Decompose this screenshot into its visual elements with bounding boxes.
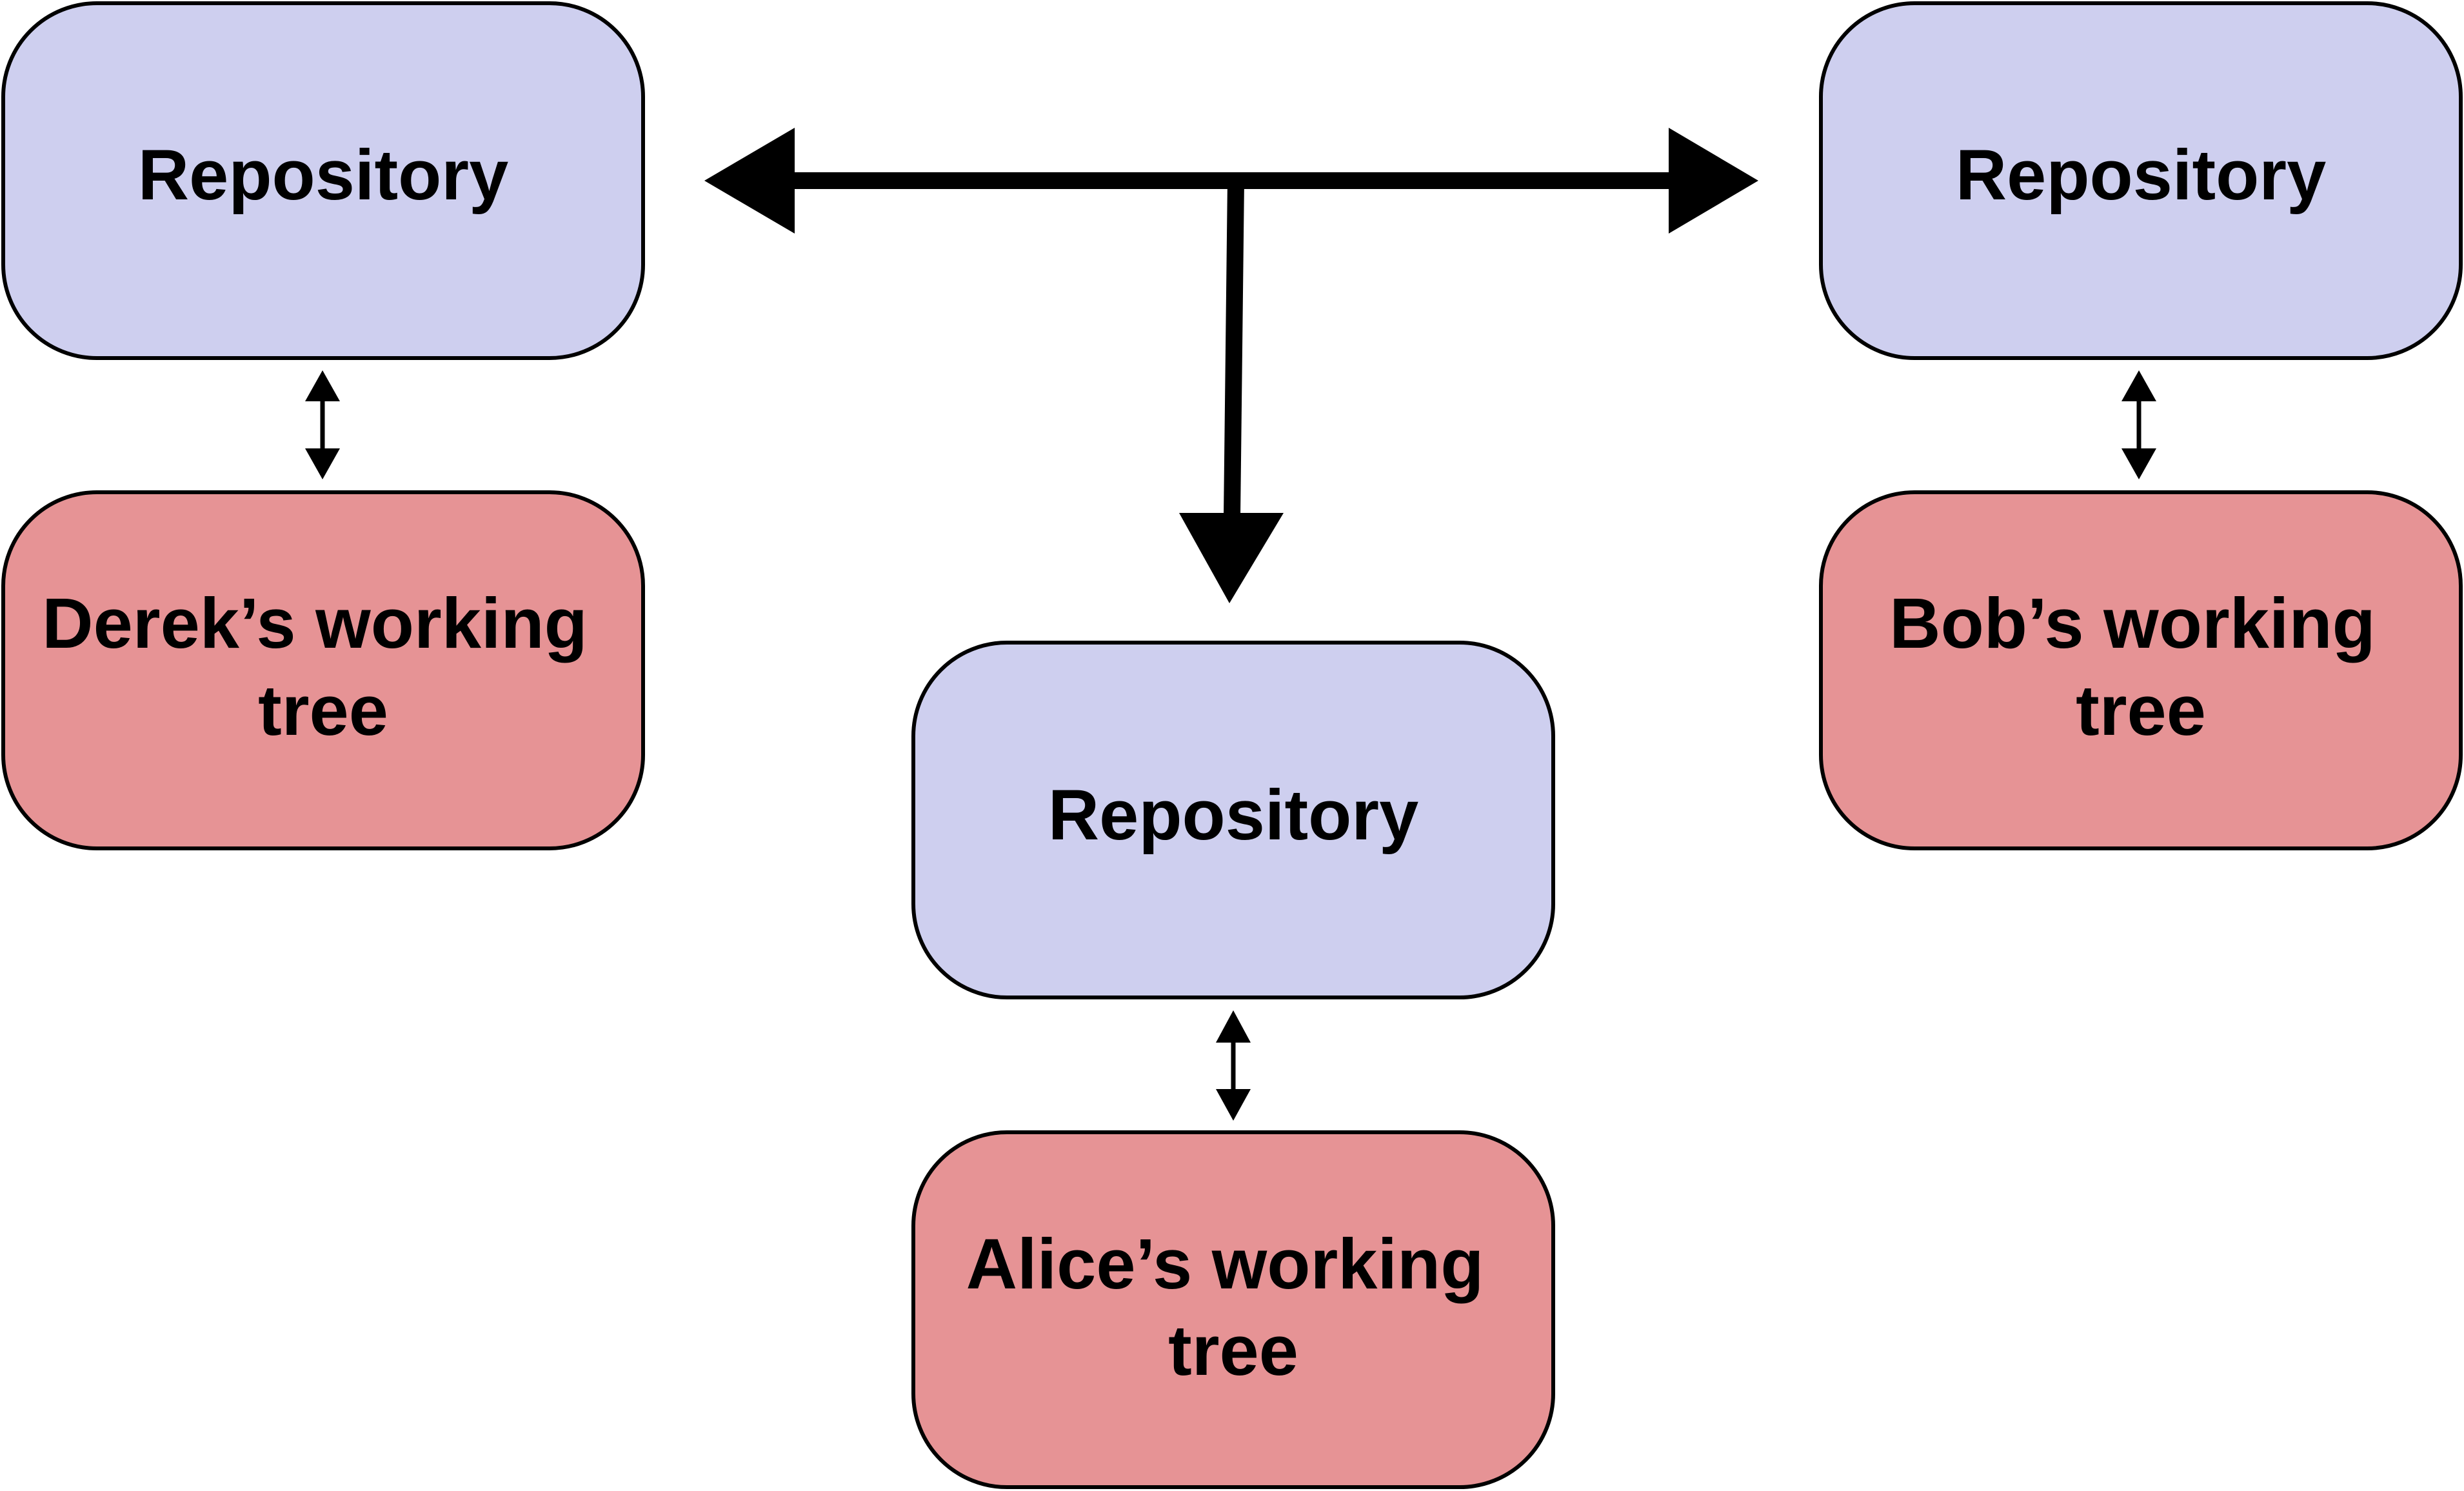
bob-working-tree-label-line2: tree: [2076, 671, 2206, 750]
derek-working-tree-label-line2: tree: [258, 671, 388, 750]
arrowhead-left: [704, 128, 795, 234]
bob-working-tree-node: Bob’s working tree: [1819, 490, 2463, 850]
derek-repository-label: Repository: [138, 135, 509, 215]
arrowhead-right: [1669, 128, 1758, 234]
bob-repository-label: Repository: [1956, 135, 2327, 215]
alice-repository-label: Repository: [1048, 776, 1419, 855]
alice-repository-node: Repository: [911, 641, 1555, 999]
repository-connector: [704, 128, 1758, 603]
connector-vertical-line: [1224, 180, 1244, 517]
derek-working-tree-label-line1: Derek’s working: [42, 584, 588, 663]
bob-sync-arrow: [2121, 370, 2156, 479]
arrowhead-down: [1179, 513, 1284, 603]
bob-working-tree-label-line1: Bob’s working: [1889, 584, 2376, 663]
derek-working-tree-node: Derek’s working tree: [1, 490, 645, 850]
alice-working-tree-label-line1: Alice’s working: [966, 1225, 1484, 1304]
alice-working-tree-node: Alice’s working tree: [911, 1130, 1555, 1489]
alice-working-tree-label-line2: tree: [1168, 1311, 1298, 1390]
derek-sync-arrow: [305, 370, 340, 479]
alice-sync-arrow: [1216, 1010, 1251, 1121]
bob-repository-node: Repository: [1819, 1, 2463, 360]
derek-repository-node: Repository: [1, 1, 645, 360]
